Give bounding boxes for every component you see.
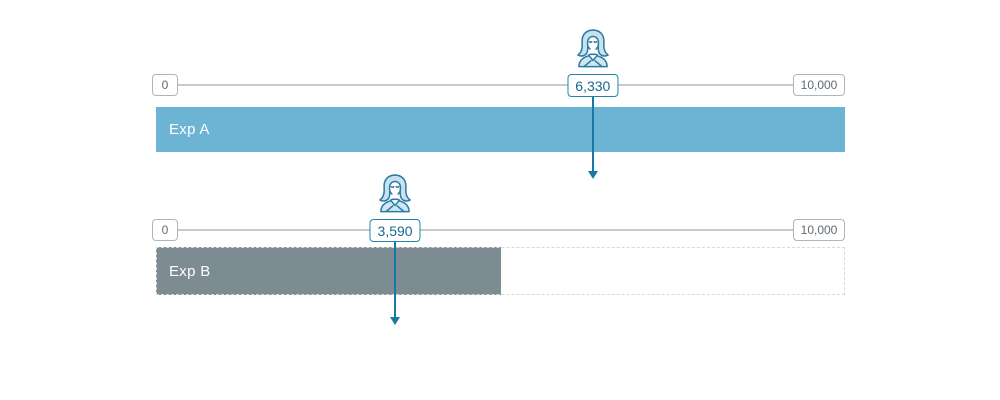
exp-b-bar: Exp B (156, 247, 501, 295)
exp-b-row: 0 10,000 3,590 Exp B (152, 172, 845, 325)
scale-max-label: 10,000 (793, 219, 845, 241)
person-icon (374, 172, 416, 214)
exp-a-bar-label: Exp A (169, 121, 210, 138)
slider-value-handle[interactable]: 3,590 (369, 219, 421, 242)
exp-a-row: 0 10,000 6,330 Exp A (152, 27, 845, 179)
person-icon (572, 27, 614, 69)
slider-track (158, 84, 843, 86)
exp-a-bar: Exp A (156, 107, 845, 152)
exp-a-bar-zone: Exp A (156, 107, 845, 152)
down-arrow (394, 242, 397, 317)
down-arrow (591, 97, 594, 171)
slider-track (158, 229, 843, 231)
exp-b-bar-label: Exp B (169, 262, 211, 280)
scale-min-label: 0 (152, 74, 178, 96)
scale-min-label: 0 (152, 219, 178, 241)
exp-b-bar-zone: Exp B (156, 247, 845, 295)
scale-max-label: 10,000 (793, 74, 845, 96)
slider-value-handle[interactable]: 6,330 (567, 74, 619, 97)
